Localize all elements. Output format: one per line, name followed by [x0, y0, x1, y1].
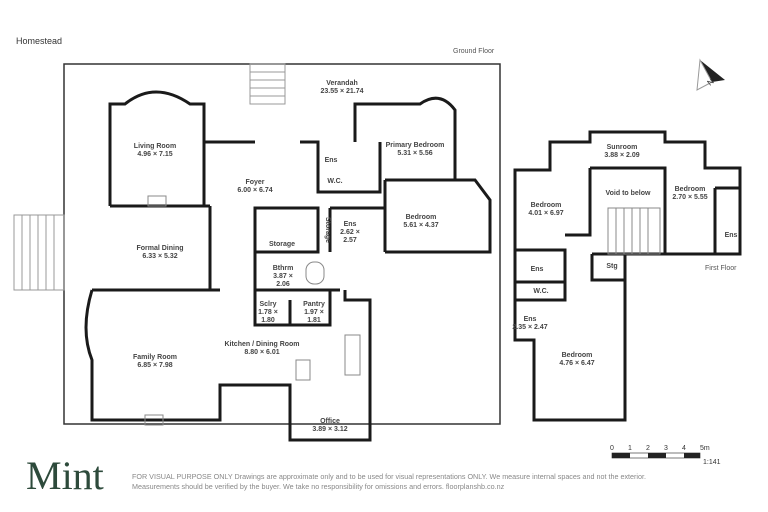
plan-title: Homestead: [16, 36, 63, 46]
front-steps: [249, 63, 286, 105]
room-label-name: Bedroom: [675, 186, 706, 193]
scale-tick: 1: [628, 445, 632, 452]
scale-bar: 0 1 2 3 4 5m 1:141: [610, 445, 721, 466]
room-label-dims2: 2.06: [276, 281, 290, 288]
scale-tick: 3: [664, 445, 668, 452]
room-label-dims: 5.31 × 5.56: [397, 150, 432, 157]
room-label-name: Storage: [269, 241, 295, 248]
room-label-name: Void to below: [606, 190, 652, 197]
room-label-dims: 6.85 × 7.98: [137, 362, 172, 369]
room-label-dims: 4.96 × 7.15: [137, 151, 172, 158]
scale-tick: 5m: [700, 445, 710, 452]
scale-tick: 2: [646, 445, 650, 452]
room-label-name: Office: [320, 418, 340, 425]
room-label-dims: 8.80 × 6.01: [244, 349, 279, 356]
room-label-name: Ens: [344, 221, 357, 228]
room-label-dims2: 1.80: [261, 317, 275, 324]
room-label-name: Ens: [325, 157, 338, 164]
room-label-name: Kitchen / Dining Room: [224, 341, 299, 348]
deck-stripes: [13, 214, 65, 291]
room-label-name: Primary Bedroom: [386, 142, 445, 149]
room-label-dims: 6.00 × 6.74: [237, 187, 272, 194]
room-label-dims: 6.33 × 5.32: [142, 253, 177, 260]
north-compass-icon: N: [696, 58, 725, 91]
room-label-dims2: 1.81: [307, 317, 321, 324]
room-label-dims: 3.89 × 3.12: [312, 426, 347, 433]
room-label-dims: 1.78 ×: [258, 309, 278, 316]
room-label-dims: 2.62 ×: [340, 229, 360, 236]
room-label-name: Verandah: [326, 80, 358, 87]
room-label-name: Ens: [524, 316, 537, 323]
room-label-name: Formal Dining: [136, 245, 183, 252]
room-label-dims: 5.61 × 4.37: [403, 222, 438, 229]
room-label-name: Storage: [324, 217, 331, 243]
room-label-dims: 3.88 × 2.09: [604, 152, 639, 159]
scale-tick: 4: [682, 445, 686, 452]
room-label-name: Living Room: [134, 143, 176, 150]
room-label-name: Ens: [725, 232, 738, 239]
first-floor-label: First Floor: [705, 265, 737, 272]
room-label-name: Sclry: [259, 301, 276, 308]
room-label-name: Family Room: [133, 354, 177, 361]
room-label-name: Bedroom: [406, 214, 437, 221]
room-label-name: Stg: [606, 263, 617, 270]
room-label-dims: 23.55 × 21.74: [320, 88, 363, 95]
room-label-name: Bedroom: [531, 202, 562, 209]
fixtures: [144, 195, 361, 426]
stairs: [607, 207, 661, 255]
room-label-name: Ens: [531, 266, 544, 273]
room-label-dims: 3.87 ×: [273, 273, 293, 280]
room-label-dims: 2.70 × 5.55: [672, 194, 707, 201]
room-label-name: Sunroom: [607, 144, 638, 151]
scale-ratio: 1:141: [703, 459, 721, 466]
first-floor-walls: [513, 130, 742, 422]
room-label-dims2: 2.57: [343, 237, 357, 244]
ground-floor-label: Ground Floor: [453, 48, 495, 55]
room-label-dims: 2.35 × 2.47: [512, 324, 547, 331]
room-label-dims: 4.01 × 6.97: [528, 210, 563, 217]
room-label-dims: 4.76 × 6.47: [559, 360, 594, 367]
room-label-name: Foyer: [245, 179, 264, 186]
room-label-name: Bedroom: [562, 352, 593, 359]
compass-n: N: [706, 77, 716, 88]
room-label-name: Pantry: [303, 301, 325, 308]
disclaimer: FOR VISUAL PURPOSE ONLY Drawings are app…: [132, 472, 647, 491]
room-label-dims: 1.97 ×: [304, 309, 324, 316]
room-label-name: Bthrm: [273, 265, 294, 272]
room-label-name: W.C.: [327, 178, 342, 185]
scale-tick: 0: [610, 445, 614, 452]
brand-logo: Mint: [26, 453, 104, 498]
room-label-name: W.C.: [533, 288, 548, 295]
